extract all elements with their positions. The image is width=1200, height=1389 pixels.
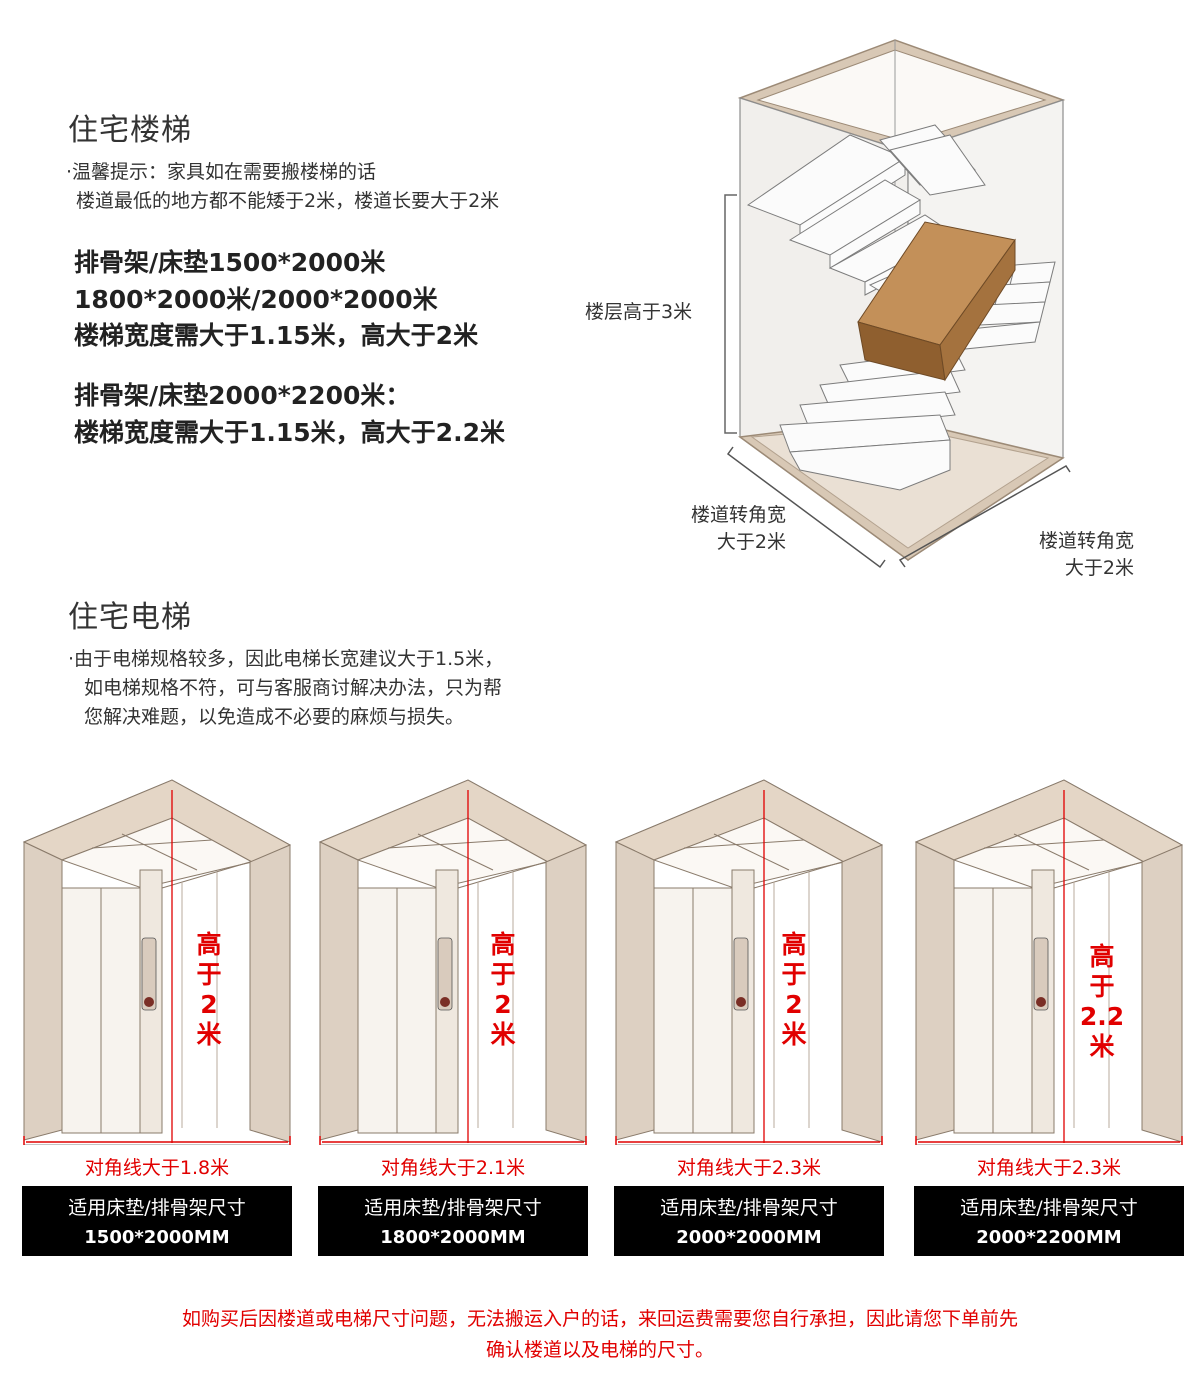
size-plate-title: 适用床垫/排骨架尺寸 xyxy=(960,1197,1138,1219)
elevator-card-1: 高 于 2 米 对角线大于1.8米 适用床垫/排骨架尺寸 1500*2000MM xyxy=(22,770,292,1260)
spec1-line1: 排骨架/床垫1500*2000米 xyxy=(74,248,386,277)
elevator-card-3: 高 于 2 米 对角线大于2.3米 适用床垫/排骨架尺寸 2000*2000MM xyxy=(614,770,884,1260)
size-plate-size: 2000*2200MM xyxy=(976,1227,1122,1248)
height-char: 于 xyxy=(490,960,516,989)
height-label: 高 于 2 米 xyxy=(764,930,824,1050)
diagonal-label: 对角线大于1.8米 xyxy=(84,1157,230,1179)
size-plate: 适用床垫/排骨架尺寸 2000*2200MM xyxy=(914,1186,1184,1256)
size-plate: 适用床垫/排骨架尺寸 1500*2000MM xyxy=(22,1186,292,1256)
height-label: 高 于 2 米 xyxy=(473,930,533,1050)
corner-right-line2: 大于2米 xyxy=(1064,557,1134,579)
stairs-section-title: 住宅楼梯 xyxy=(68,113,192,148)
spec2-line1: 排骨架/床垫2000*2200米： xyxy=(74,381,411,410)
elevator-tip-line1: ·由于电梯规格较多，因此电梯长宽建议大于1.5米， xyxy=(68,648,504,670)
spec1-line2: 1800*2000米/2000*2000米 xyxy=(74,285,438,314)
stairs-tip-line2: 楼道最低的地方都不能矮于2米，楼道长要大于2米 xyxy=(76,190,500,212)
height-value: 2 xyxy=(494,990,512,1019)
footer-notice-line1: 如购买后因楼道或电梯尺寸问题，无法搬运入户的话，来回运费需要您自行承担，因此请您… xyxy=(181,1308,1018,1330)
stairs-tip-line1: ·温馨提示：家具如在需要搬楼梯的话 xyxy=(66,161,377,183)
elevator-card-2: 高 于 2 米 对角线大于2.1米 适用床垫/排骨架尺寸 1800*2000MM xyxy=(318,770,588,1260)
height-unit: 米 xyxy=(781,1020,807,1049)
height-char: 高 xyxy=(196,930,222,959)
elevator-tip-line2: 如电梯规格不符，可与客服商讨解决办法，只为帮 xyxy=(84,677,503,699)
floor-height-label: 楼层高于3米 xyxy=(585,301,693,323)
height-unit: 米 xyxy=(196,1020,222,1049)
height-char: 高 xyxy=(781,930,807,959)
diagonal-label: 对角线大于2.1米 xyxy=(380,1157,526,1179)
corner-left-line2: 大于2米 xyxy=(716,531,786,553)
diagonal-label: 对角线大于2.3米 xyxy=(676,1157,822,1179)
height-value: 2.2 xyxy=(1079,1002,1125,1031)
height-label: 高 于 2 米 xyxy=(179,930,239,1050)
elevator-cabin-illustration xyxy=(22,779,292,1145)
spec2-line2: 楼梯宽度需大于1.15米，高大于2.2米 xyxy=(74,418,505,447)
elevator-tip-line3: 您解决难题，以免造成不必要的麻烦与损失。 xyxy=(84,706,465,728)
spec1-line3: 楼梯宽度需大于1.15米，高大于2米 xyxy=(74,321,479,350)
size-plate-size: 1800*2000MM xyxy=(380,1227,526,1248)
height-char: 高 xyxy=(490,930,516,959)
diagonal-label: 对角线大于2.3米 xyxy=(976,1157,1122,1179)
height-char: 高 xyxy=(1089,942,1115,971)
size-plate: 适用床垫/排骨架尺寸 2000*2000MM xyxy=(614,1186,884,1256)
corner-left-line1: 楼道转角宽 xyxy=(690,504,786,526)
height-label: 高 于 2.2 米 xyxy=(1072,942,1132,1062)
height-char: 于 xyxy=(1089,972,1115,1001)
size-plate-size: 1500*2000MM xyxy=(84,1227,230,1248)
height-unit: 米 xyxy=(490,1020,516,1049)
elevator-section-title: 住宅电梯 xyxy=(68,600,192,635)
height-char: 于 xyxy=(781,960,807,989)
footer-notice-line2: 确认楼道以及电梯的尺寸。 xyxy=(485,1339,714,1361)
height-unit: 米 xyxy=(1089,1032,1115,1061)
height-value: 2 xyxy=(200,990,218,1019)
size-plate-title: 适用床垫/排骨架尺寸 xyxy=(660,1197,838,1219)
elevator-cabin-illustration xyxy=(614,779,884,1145)
height-value: 2 xyxy=(785,990,803,1019)
staircase-illustration xyxy=(724,39,1071,569)
elevator-card-4: 高 于 2.2 米 对角线大于2.3米 适用床垫/排骨架尺寸 2000*2200… xyxy=(914,770,1184,1260)
corner-right-line1: 楼道转角宽 xyxy=(1038,530,1134,552)
elevator-cabin-illustration xyxy=(914,779,1184,1145)
height-char: 于 xyxy=(196,960,222,989)
size-plate-title: 适用床垫/排骨架尺寸 xyxy=(364,1197,542,1219)
elevator-cabin-illustration xyxy=(318,779,588,1145)
size-plate: 适用床垫/排骨架尺寸 1800*2000MM xyxy=(318,1186,588,1256)
size-plate-title: 适用床垫/排骨架尺寸 xyxy=(68,1197,246,1219)
size-plate-size: 2000*2000MM xyxy=(676,1227,822,1248)
